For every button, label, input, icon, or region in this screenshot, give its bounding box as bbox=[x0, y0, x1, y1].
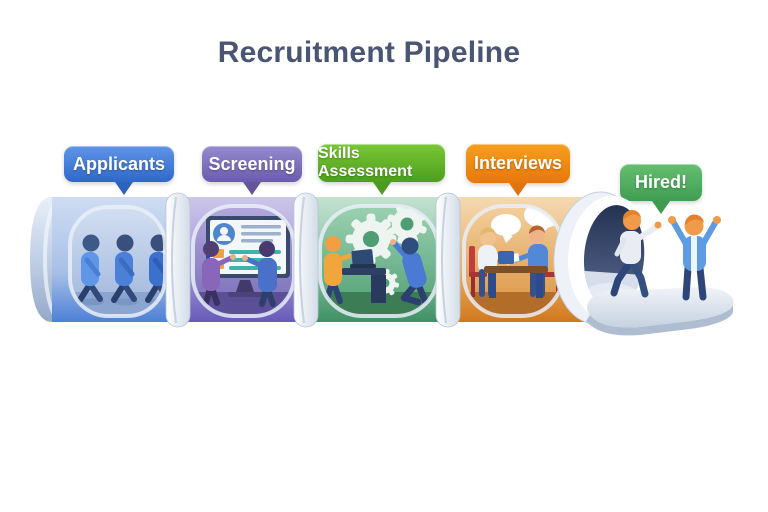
scene-applicants bbox=[68, 205, 167, 318]
stage-label-applicants: Applicants bbox=[64, 146, 174, 195]
page-title: Recruitment Pipeline bbox=[217, 36, 521, 69]
stage-label-skills-assessment: Skills Assessment bbox=[318, 144, 445, 195]
stage-label-screening: Screening bbox=[202, 146, 302, 195]
scene-screening bbox=[191, 204, 296, 318]
reviewer-figure bbox=[202, 241, 236, 306]
stage-label-text: Skills Assessment bbox=[318, 145, 413, 180]
pipe-ring bbox=[435, 192, 461, 328]
candidate-figure-kneeling bbox=[390, 237, 429, 306]
stage-label-hired: Hired! bbox=[620, 164, 702, 214]
exit-platform bbox=[586, 287, 734, 336]
stage-label-interviews: Interviews bbox=[466, 144, 570, 196]
scene-skills-assessment bbox=[318, 204, 440, 318]
pipe-ring bbox=[293, 192, 319, 328]
stage-label-text: Applicants bbox=[72, 153, 165, 174]
stage-label-text: Hired! bbox=[634, 172, 687, 192]
test-desk-laptop bbox=[342, 249, 386, 303]
pipe-joint-rings bbox=[165, 192, 461, 328]
pipe-ring bbox=[165, 192, 191, 328]
applicant-figure bbox=[77, 234, 103, 303]
stage-label-text: Screening bbox=[208, 153, 296, 174]
reviewer-figure bbox=[242, 241, 277, 307]
scene-interviews bbox=[462, 204, 564, 318]
interview-table bbox=[484, 251, 548, 298]
candidate-figure-orange bbox=[323, 236, 352, 304]
speech-bubble-icon bbox=[491, 214, 521, 243]
hired-figure-stepping-out bbox=[610, 209, 662, 298]
applicant-figure bbox=[111, 234, 137, 303]
hired-figure-celebrating bbox=[668, 214, 721, 301]
stage-label-text: Interviews bbox=[473, 153, 563, 173]
